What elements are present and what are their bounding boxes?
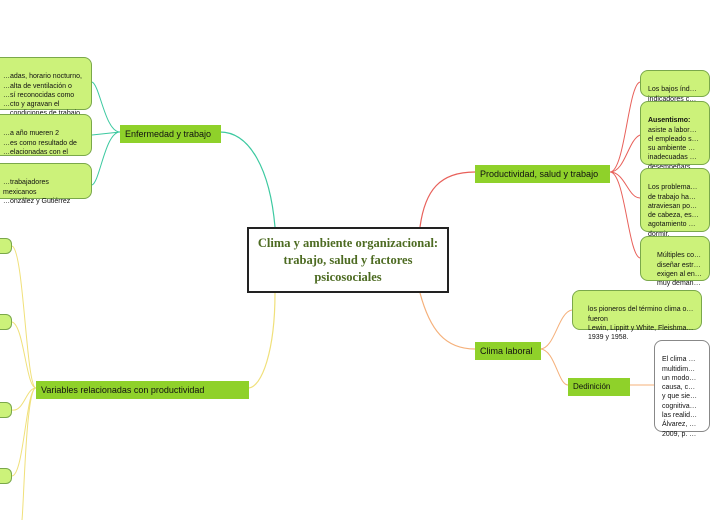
leaf-productividad-3-text: Los problema… de trabajo ha… atraviesan … [648, 184, 699, 238]
leaf-productividad-1-text: Los bajos índ… indicadores c… [648, 86, 697, 103]
leaf-variables-1[interactable] [0, 238, 12, 254]
leaf-productividad-2[interactable]: Ausentismo: asiste a labor… el empleado … [640, 101, 710, 171]
leaf-productividad-4-text: Múltiples co… diseñar estr… exigen al en… [657, 252, 702, 288]
link-var-leaves [11, 245, 37, 520]
leaf-productividad-1[interactable]: Los bajos índ… indicadores c… [640, 70, 710, 103]
leaf-clima-1-text: los pioneros del término clima o… fueron… [588, 306, 694, 342]
topic-variables-productividad[interactable]: Variables relacionadas con productividad [36, 381, 249, 399]
topic-clima-label: Clima laboral [480, 346, 533, 356]
link-enfermedad [219, 131, 276, 228]
leaf-definicion-1[interactable]: El clima … multidim… un modo… causa, c… … [654, 340, 710, 438]
leaf-definicion-1-text: El clima … multidim… un modo… causa, c… … [662, 356, 698, 438]
leaf-enfermedad-3[interactable]: …trabajadores mexicanos …onzález y Gutié… [0, 163, 92, 205]
central-topic-title: Clima y ambiente organizacional: trabajo… [257, 235, 439, 284]
topic-definicion-label: Dedinición [573, 382, 611, 391]
topic-enfermedad-label: Enfermedad y trabajo [125, 129, 212, 139]
link-clima [419, 292, 476, 350]
link-variables [247, 292, 276, 389]
topic-productividad-label: Productividad, salud y trabajo [480, 169, 599, 179]
leaf-productividad-2-bold: Ausentismo: [648, 117, 691, 125]
leaf-variables-4[interactable] [0, 468, 12, 484]
leaf-productividad-4[interactable]: Múltiples co… diseñar estr… exigen al en… [640, 236, 710, 287]
topic-variables-label: Variables relacionadas con productividad [41, 385, 205, 395]
topic-clima-laboral[interactable]: Clima laboral [475, 342, 541, 360]
leaf-clima-1[interactable]: los pioneros del término clima o… fueron… [572, 290, 702, 341]
link-prod-leaves [609, 81, 641, 259]
leaf-variables-3[interactable] [0, 402, 12, 418]
leaf-enfermedad-2[interactable]: …a año mueren 2 …es como resultado de …e… [0, 114, 92, 156]
leaf-enfermedad-3-text: …trabajadores mexicanos …onzález y Gutié… [3, 179, 71, 205]
leaf-productividad-2-text: asiste a labor… el empleado s… su ambien… [648, 126, 699, 171]
topic-definicion[interactable]: Dedinición [568, 378, 630, 396]
leaf-variables-2[interactable] [0, 314, 12, 330]
link-clima-leaves [539, 309, 573, 386]
link-productividad [419, 171, 476, 228]
leaf-enfermedad-1[interactable]: …adas, horario nocturno, …alta de ventil… [0, 57, 92, 117]
leaf-enfermedad-2-text: …a año mueren 2 …es como resultado de …e… [3, 130, 77, 156]
leaf-enfermedad-1-text: …adas, horario nocturno, …alta de ventil… [3, 73, 82, 117]
topic-productividad-salud-trabajo[interactable]: Productividad, salud y trabajo [475, 165, 610, 183]
topic-enfermedad-y-trabajo[interactable]: Enfermedad y trabajo [120, 125, 221, 143]
central-topic[interactable]: Clima y ambiente organizacional: trabajo… [247, 227, 449, 293]
leaf-productividad-3[interactable]: Los problema… de trabajo ha… atraviesan … [640, 168, 710, 238]
link-enf-leaves [91, 81, 121, 186]
